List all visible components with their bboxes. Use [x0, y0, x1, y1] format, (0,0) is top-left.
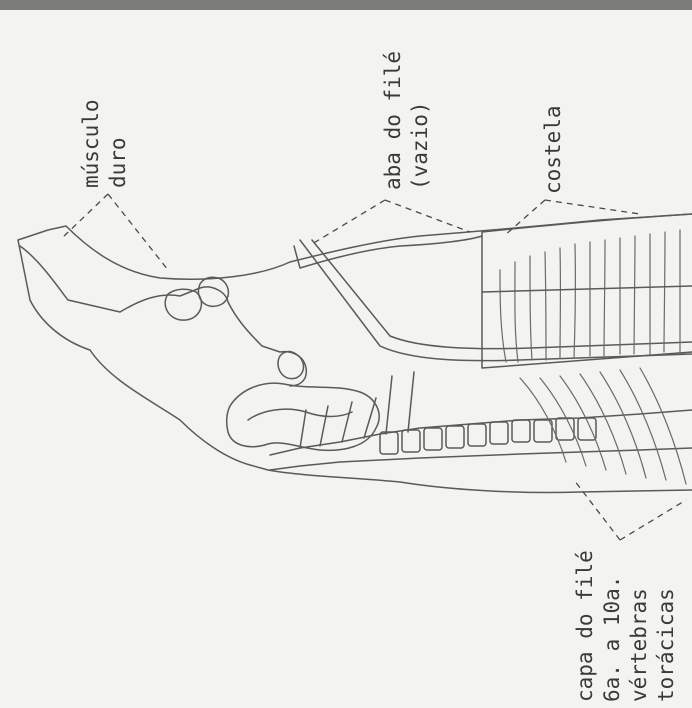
label-capa-line3: vértebras — [626, 550, 653, 702]
label-musculo-duro-line1: músculo — [78, 99, 105, 188]
label-costela-line1: costela — [540, 105, 567, 194]
pelvis — [227, 383, 379, 450]
leader-musculo-duro-2 — [108, 194, 168, 270]
label-musculo-duro: músculo duro — [78, 99, 132, 188]
pelvis-inner — [248, 409, 352, 420]
rib-midline — [482, 286, 692, 292]
leg-bone — [20, 246, 306, 386]
lower-ribs — [520, 368, 686, 484]
label-aba-line2: (vazio) — [407, 51, 434, 190]
spine-bottom — [270, 448, 692, 470]
label-capa-do-file: capa do filé 6a. a 10a. vértebras toráci… — [572, 550, 680, 702]
leader-costela-1 — [504, 200, 545, 236]
patella — [278, 352, 304, 379]
spinous-processes — [300, 372, 414, 448]
backbone-line — [300, 240, 692, 361]
label-capa-line4: torácicas — [653, 550, 680, 702]
leader-musculo-duro-1 — [62, 194, 108, 238]
label-aba-do-file: aba do filé (vazio) — [380, 51, 434, 190]
label-capa-line2: 6a. a 10a. — [599, 550, 626, 702]
carcass-outline — [18, 214, 692, 493]
bone-knuckle-2 — [198, 277, 228, 306]
leader-aba-1 — [312, 200, 385, 244]
label-costela: costela — [540, 105, 567, 194]
label-capa-line1: capa do filé — [572, 550, 599, 702]
label-musculo-duro-line2: duro — [105, 99, 132, 188]
ribs — [500, 230, 680, 362]
vertebrae — [380, 418, 596, 454]
leader-costela-2 — [545, 200, 640, 214]
label-aba-line1: aba do filé — [380, 51, 407, 190]
leader-aba-2 — [385, 200, 470, 232]
bone-knuckle — [165, 289, 201, 320]
leader-capa-2 — [620, 500, 686, 540]
leader-capa-1 — [574, 480, 620, 540]
